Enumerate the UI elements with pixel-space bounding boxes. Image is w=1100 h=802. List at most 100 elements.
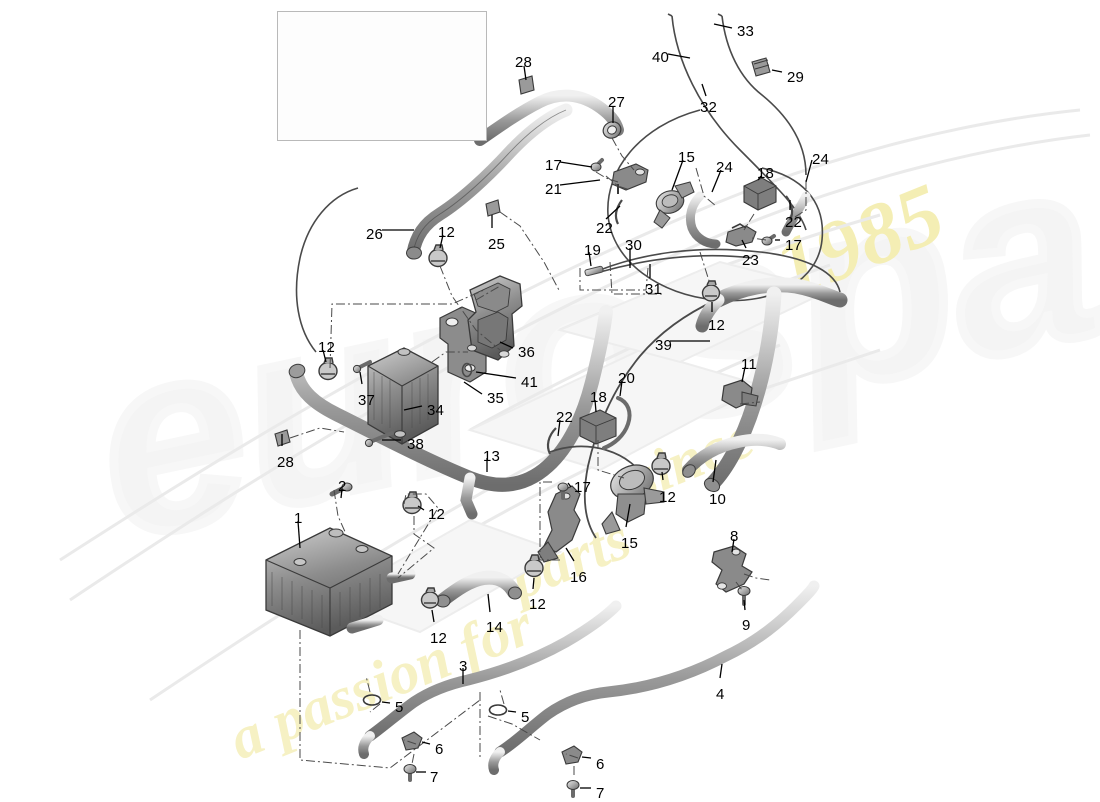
callout-28: 28 [515,54,533,71]
callout-37: 37 [358,392,376,409]
part-28-clamp-top [518,75,535,95]
callout-17a: 17 [545,157,563,174]
cable-left-loop [295,187,359,353]
part-17-screw-a [590,158,604,172]
callout-20: 20 [618,370,636,387]
part-22-loops [546,195,794,455]
callout-24a: 24 [716,159,734,176]
callout-33: 33 [737,23,755,40]
part-19-connector [584,265,604,277]
callout-15b: 15 [621,535,639,552]
callout-12e: 12 [659,489,677,506]
pipe-4 [488,580,820,775]
callout-6b: 6 [596,756,605,773]
callout-15a: 15 [678,149,696,166]
callout-11: 11 [741,356,757,373]
callout-18b: 18 [590,389,608,406]
part-29-clamp [751,57,771,77]
part-17-screw-b [761,234,776,246]
part-37-bolt [352,360,372,374]
hose-14 [435,570,522,608]
callout-40: 40 [652,49,670,66]
callout-39: 39 [655,337,673,354]
part-25-clamp [485,199,501,217]
callout-12a: 12 [438,224,456,241]
callout-leader-lines [281,23,813,789]
callout-24b: 24 [812,151,830,168]
part-20-elbow [602,396,632,450]
callout-22b: 22 [596,220,614,237]
callout-36: 36 [518,344,536,361]
hose-28-top [474,89,624,146]
callout-7b: 7 [596,785,605,802]
callout-35: 35 [487,390,505,407]
pipe-3 [358,600,622,759]
callout-22a: 22 [785,214,803,231]
callout-31: 31 [645,281,663,298]
callout-18a: 18 [757,165,775,182]
vehicle-thumbnail-frame [277,11,487,141]
part-16-bracket [537,485,581,563]
callout-25: 25 [488,236,506,253]
callout-30: 30 [625,237,643,254]
callout-19: 19 [584,242,602,259]
callout-3: 3 [459,658,468,675]
callout-5a: 5 [395,699,404,716]
callout-10: 10 [709,491,727,508]
hose-24-left [685,191,721,249]
part-6-bracket-left [401,731,423,751]
callout-12b: 12 [708,317,726,334]
part-21-bracket [611,163,649,194]
callout-27: 27 [608,94,626,111]
part-15-pump-upper [653,181,695,229]
part-5-orings [362,694,508,716]
callout-13: 13 [483,448,501,465]
part-34-oil-cooler [367,347,439,445]
callout-5b: 5 [521,709,530,726]
callout-12d: 12 [428,506,446,523]
part-11-bracket [721,379,759,409]
callout-4: 4 [716,686,725,703]
callout-26: 26 [366,226,384,243]
callout-7a: 7 [430,769,439,786]
callout-12g: 12 [430,630,448,647]
part-23-bracket [725,223,757,247]
callout-2: 2 [338,478,347,495]
part-8-bracket [711,545,753,593]
callout-16: 16 [570,569,588,586]
callout-22c: 22 [556,409,574,426]
part-27-grommet [602,121,622,139]
part-15-aux-water-pump [601,464,665,535]
hose-39 [583,299,717,539]
callout-9: 9 [742,617,751,634]
hose-26 [406,103,573,260]
part-7-screw-right [566,780,580,798]
callout-1: 1 [294,510,303,527]
hose-13-main [288,305,613,520]
part-41-oring [461,362,473,378]
callout-14: 14 [486,619,504,636]
callout-21: 21 [545,181,563,198]
callout-12c: 12 [318,339,336,356]
callout-29: 29 [787,69,805,86]
assembly-dashdot-lines [289,137,807,778]
hose-10 [682,433,786,478]
part-17-screw-c [557,482,569,500]
callout-17b: 17 [785,237,803,254]
part-7-screw-left [403,764,417,782]
part-18-connector-block [579,409,617,445]
callout-12f: 12 [529,596,547,613]
callout-8: 8 [730,528,739,545]
part-38-bolt [364,431,394,448]
part-1-oil-cooler [265,527,416,637]
callout-17c: 17 [574,479,592,496]
callout-23: 23 [742,252,760,269]
part-18-connector-upper [743,177,777,211]
part-6-bracket-right [561,745,583,765]
part-12-clamps [318,244,721,609]
callout-28b: 28 [277,454,295,471]
hose-24-right [781,191,811,237]
callout-6a: 6 [435,741,444,758]
